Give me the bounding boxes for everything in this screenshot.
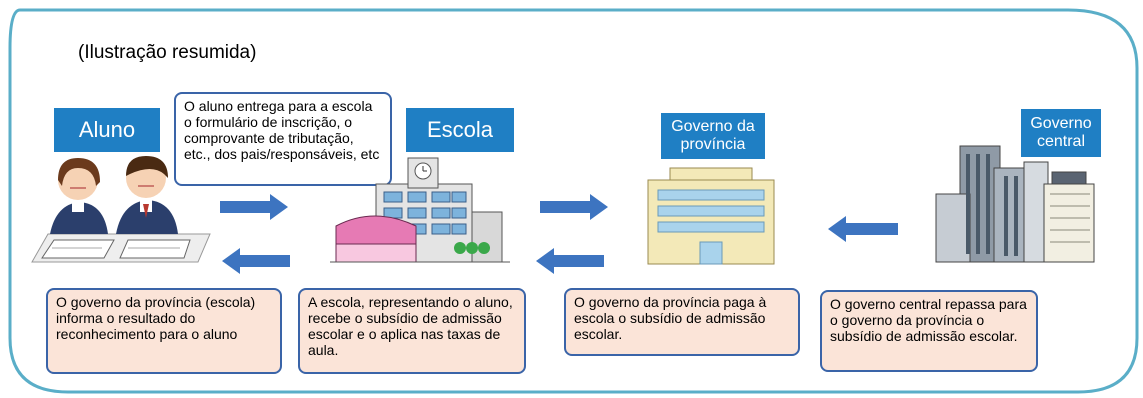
note-aluno-entrega-text: O aluno entrega para a escola o formulár… <box>184 98 380 162</box>
school-illustration <box>330 157 510 263</box>
arrow-escola-to-governo-provincia <box>540 194 608 220</box>
students-illustration <box>31 156 211 263</box>
label-aluno-text: Aluno <box>78 117 136 143</box>
note-central-repassa-text: O governo central repassa para o governo… <box>830 296 1027 344</box>
note-governo-informa: O governo da província (escola) informa … <box>46 288 282 374</box>
arrow-escola-to-aluno <box>222 248 290 274</box>
note-escola-recebe: A escola, representando o aluno, recebe … <box>298 288 526 374</box>
label-escola-text: Escola <box>426 117 494 143</box>
note-governo-informa-text: O governo da província (escola) informa … <box>56 294 256 342</box>
diagram-heading: (Ilustração resumida) <box>78 42 257 63</box>
arrow-governo-central-to-provincia <box>828 216 898 242</box>
label-aluno: Aluno <box>54 108 160 152</box>
label-governo-central: Governo central <box>1021 109 1101 157</box>
note-governo-paga-text: O governo da província paga à escola o s… <box>574 294 767 342</box>
label-governo-provincia: Governo da província <box>661 113 765 159</box>
note-escola-recebe-text: A escola, representando o aluno, recebe … <box>308 294 513 358</box>
note-central-repassa: O governo central repassa para o governo… <box>820 290 1038 372</box>
note-governo-paga: O governo da província paga à escola o s… <box>564 288 800 356</box>
label-escola: Escola <box>406 108 514 152</box>
diagram-frame <box>8 8 1139 394</box>
arrow-governo-provincia-to-escola <box>536 248 604 274</box>
governo-provincia-illustration <box>647 167 775 265</box>
label-governo-provincia-text: Governo da província <box>671 117 755 153</box>
governo-central-illustration <box>935 145 1095 263</box>
arrow-aluno-to-escola <box>220 194 288 220</box>
note-aluno-entrega: O aluno entrega para a escola o formulár… <box>174 92 392 186</box>
label-governo-central-text: Governo central <box>1030 114 1092 150</box>
